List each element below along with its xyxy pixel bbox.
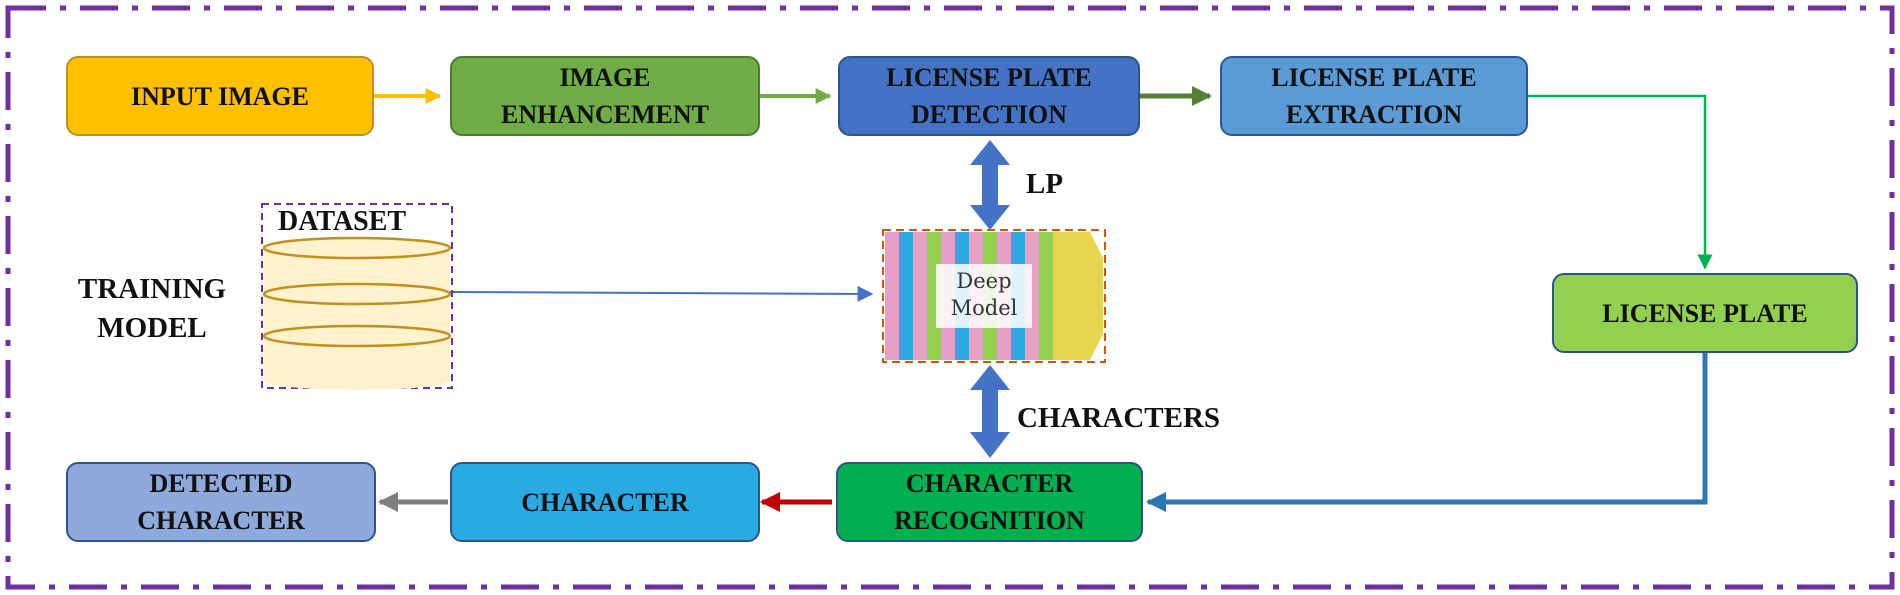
box-license-plate-extraction: LICENSE PLATE EXTRACTION	[1220, 56, 1528, 136]
double-arrow-lp	[970, 140, 1010, 230]
box-image-enhancement: IMAGE ENHANCEMENT	[450, 56, 760, 136]
label-lp: LP	[1026, 168, 1064, 200]
box-character: CHARACTER	[450, 462, 760, 542]
box-detected-character: DETECTED CHARACTER	[66, 462, 376, 542]
arrow-extraction-to-license-plate	[1526, 94, 1713, 270]
label-dataset: DATASET	[278, 206, 407, 237]
arrow-dataset-to-deep-model	[449, 285, 874, 302]
dataset-cylinder	[262, 236, 452, 390]
label-characters: CHARACTERS	[1017, 402, 1221, 434]
deep-model-line1: Deep	[956, 269, 1012, 293]
deep-model-line2: Model	[950, 296, 1018, 320]
double-arrow-characters	[970, 365, 1010, 458]
box-character-recognition: CHARACTER RECOGNITION	[836, 462, 1143, 542]
arrow-license-plate-to-recognition	[1146, 352, 1708, 512]
box-input-image: INPUT IMAGE	[66, 56, 374, 136]
outer-frame	[5, 5, 1895, 590]
deep-model-graphic	[882, 229, 1106, 363]
box-license-plate-detection: LICENSE PLATE DETECTION	[838, 56, 1140, 136]
label-training-model: TRAINING MODEL	[77, 273, 227, 344]
deep-model-label: Deep Model	[936, 268, 1032, 322]
box-license-plate: LICENSE PLATE	[1552, 273, 1858, 353]
